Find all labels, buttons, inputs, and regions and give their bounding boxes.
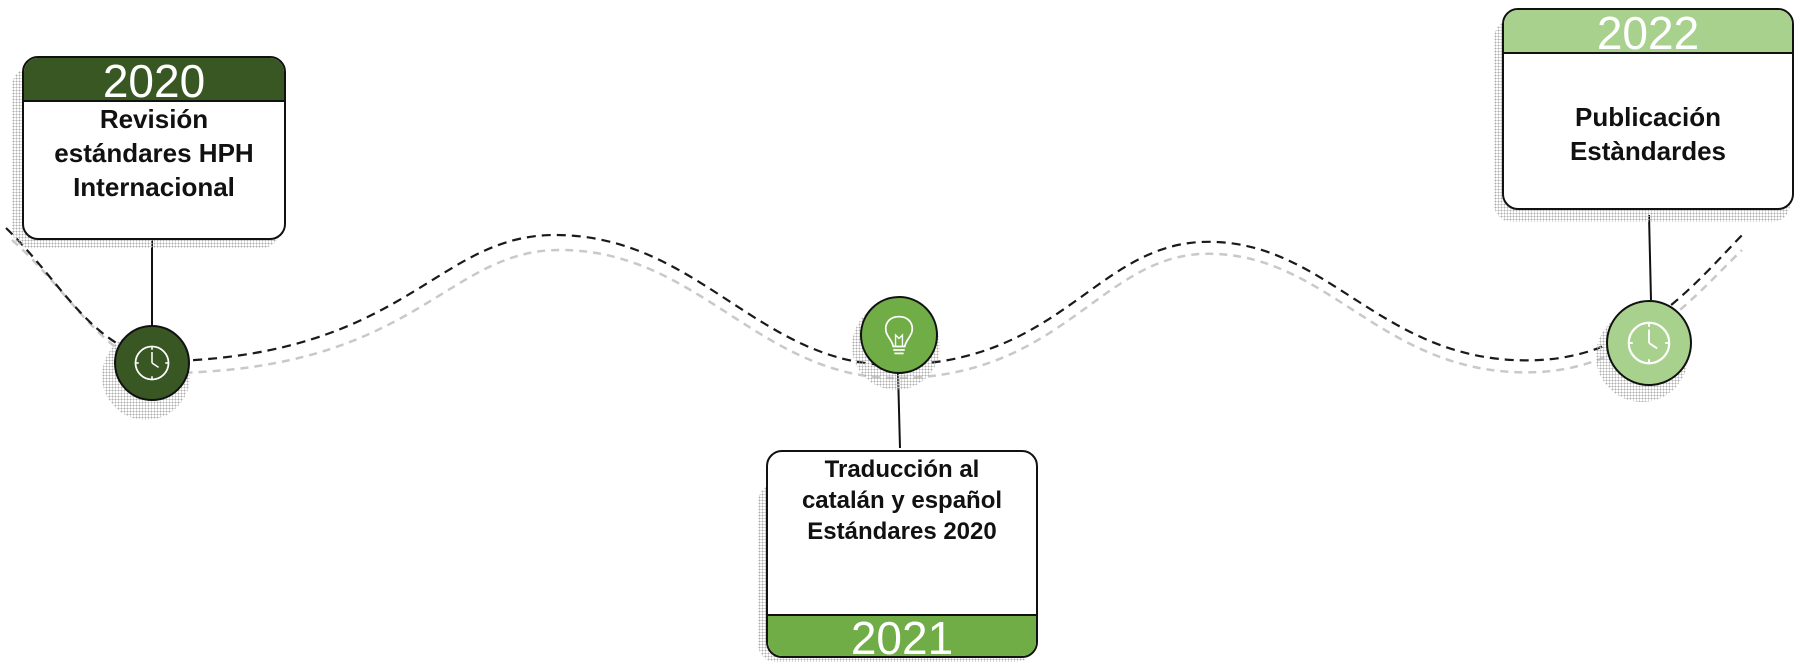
card-box: 2022 Publicación Estàndardes [1502, 8, 1794, 210]
milestone-label: Revisión estándares HPH Internacional [54, 104, 254, 202]
node-2021 [860, 296, 938, 374]
milestone-label: Traducción al catalán y español Estándar… [801, 456, 1003, 545]
node-2020 [114, 325, 190, 401]
card-box: Traducción al catalán y español Estándar… [766, 450, 1038, 658]
milestone-year: 2021 [768, 614, 1036, 656]
clock-icon [134, 345, 170, 381]
milestone-year: 2020 [24, 58, 284, 104]
milestone-label: Publicación Estàndardes [1569, 102, 1727, 166]
clock-icon [1627, 321, 1671, 365]
connector-2022 [1648, 214, 1652, 301]
milestone-card-2022: 2022 Publicación Estàndardes [1494, 8, 1796, 222]
milestone-card-2020: 2020 Revisión estándares HPH Internacion… [12, 56, 286, 248]
milestone-card-2021: Traducción al catalán y español Estándar… [758, 450, 1040, 662]
milestone-year: 2022 [1504, 10, 1792, 56]
lightbulb-icon [884, 315, 914, 355]
card-box: 2020 Revisión estándares HPH Internacion… [22, 56, 286, 240]
node-2022 [1606, 300, 1692, 386]
